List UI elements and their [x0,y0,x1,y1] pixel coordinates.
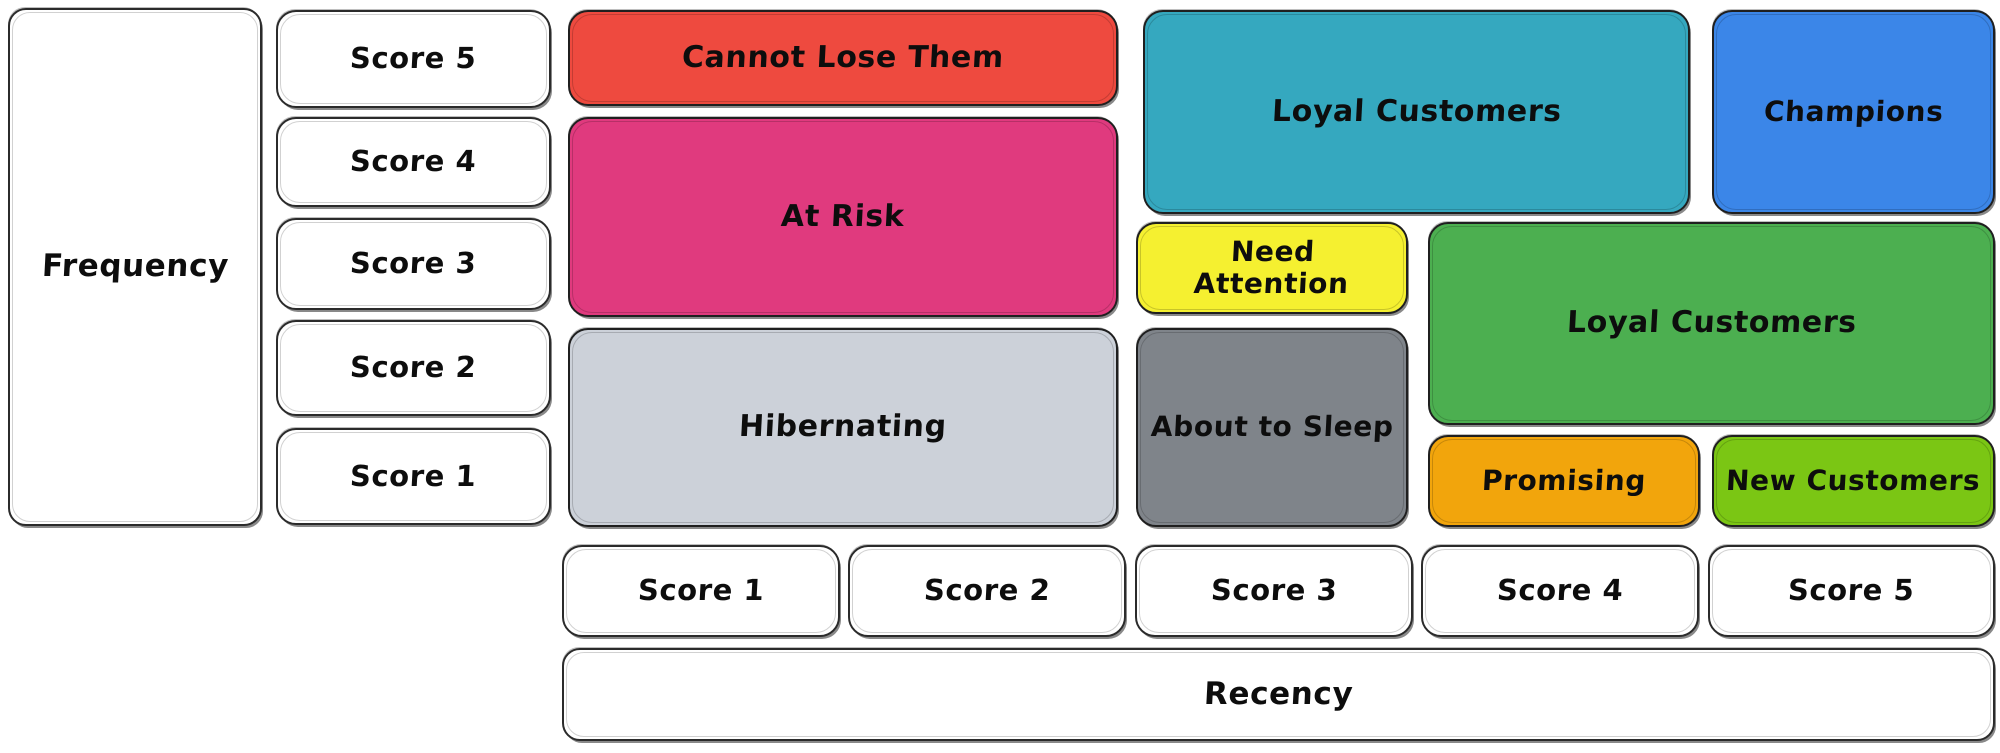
frequency-score-5[interactable]: Score 5 [276,10,551,108]
segment-new-customers-label: New Customers [1725,463,1982,497]
segment-champions[interactable]: Champions [1712,10,1995,214]
frequency-score-2[interactable]: Score 2 [276,320,551,416]
segment-champions-label: Champions [1762,94,1945,128]
recency-axis-label: Recency [562,648,1995,741]
segment-promising[interactable]: Promising [1428,435,1700,527]
frequency-score-4[interactable]: Score 4 [276,117,551,207]
segment-need-attention[interactable]: Need Attention [1136,222,1408,314]
segment-new-customers[interactable]: New Customers [1712,435,1995,527]
recency-score-3[interactable]: Score 3 [1135,545,1413,637]
frequency-score-5-label: Score 5 [349,41,478,76]
segment-loyal-customers-green-label: Loyal Customers [1565,305,1858,341]
segment-promising-label: Promising [1481,463,1647,497]
recency-score-3-label: Score 3 [1209,573,1339,608]
segment-cannot-lose-them-label: Cannot Lose Them [681,39,1005,75]
segment-loyal-customers-teal[interactable]: Loyal Customers [1143,10,1690,214]
segment-at-risk-label: At Risk [780,198,906,234]
segment-need-attention-label: Need Attention [1192,234,1350,300]
segment-loyal-customers-teal-label: Loyal Customers [1270,93,1563,129]
recency-score-1-label: Score 1 [636,573,766,608]
frequency-axis-label: Frequency [8,8,262,526]
recency-axis-text: Recency [1203,675,1355,712]
segment-loyal-customers-green[interactable]: Loyal Customers [1428,222,1995,425]
recency-score-5[interactable]: Score 5 [1708,545,1995,637]
frequency-axis-text: Frequency [40,248,230,285]
recency-score-4[interactable]: Score 4 [1421,545,1699,637]
frequency-score-4-label: Score 4 [349,144,478,179]
segment-cannot-lose-them[interactable]: Cannot Lose Them [568,10,1118,106]
segment-about-to-sleep-label: About to Sleep [1149,410,1395,444]
segment-hibernating[interactable]: Hibernating [568,328,1118,527]
frequency-score-3[interactable]: Score 3 [276,218,551,310]
recency-score-2[interactable]: Score 2 [848,545,1126,637]
frequency-score-3-label: Score 3 [349,246,478,281]
segment-at-risk[interactable]: At Risk [568,117,1118,317]
frequency-score-2-label: Score 2 [349,350,478,385]
recency-score-5-label: Score 5 [1787,573,1916,608]
segment-about-to-sleep[interactable]: About to Sleep [1136,328,1408,527]
recency-score-1[interactable]: Score 1 [562,545,840,637]
frequency-score-1-label: Score 1 [349,458,478,493]
segment-hibernating-label: Hibernating [738,409,948,445]
recency-score-4-label: Score 4 [1495,573,1625,608]
recency-score-2-label: Score 2 [922,573,1052,608]
frequency-score-1[interactable]: Score 1 [276,428,551,525]
